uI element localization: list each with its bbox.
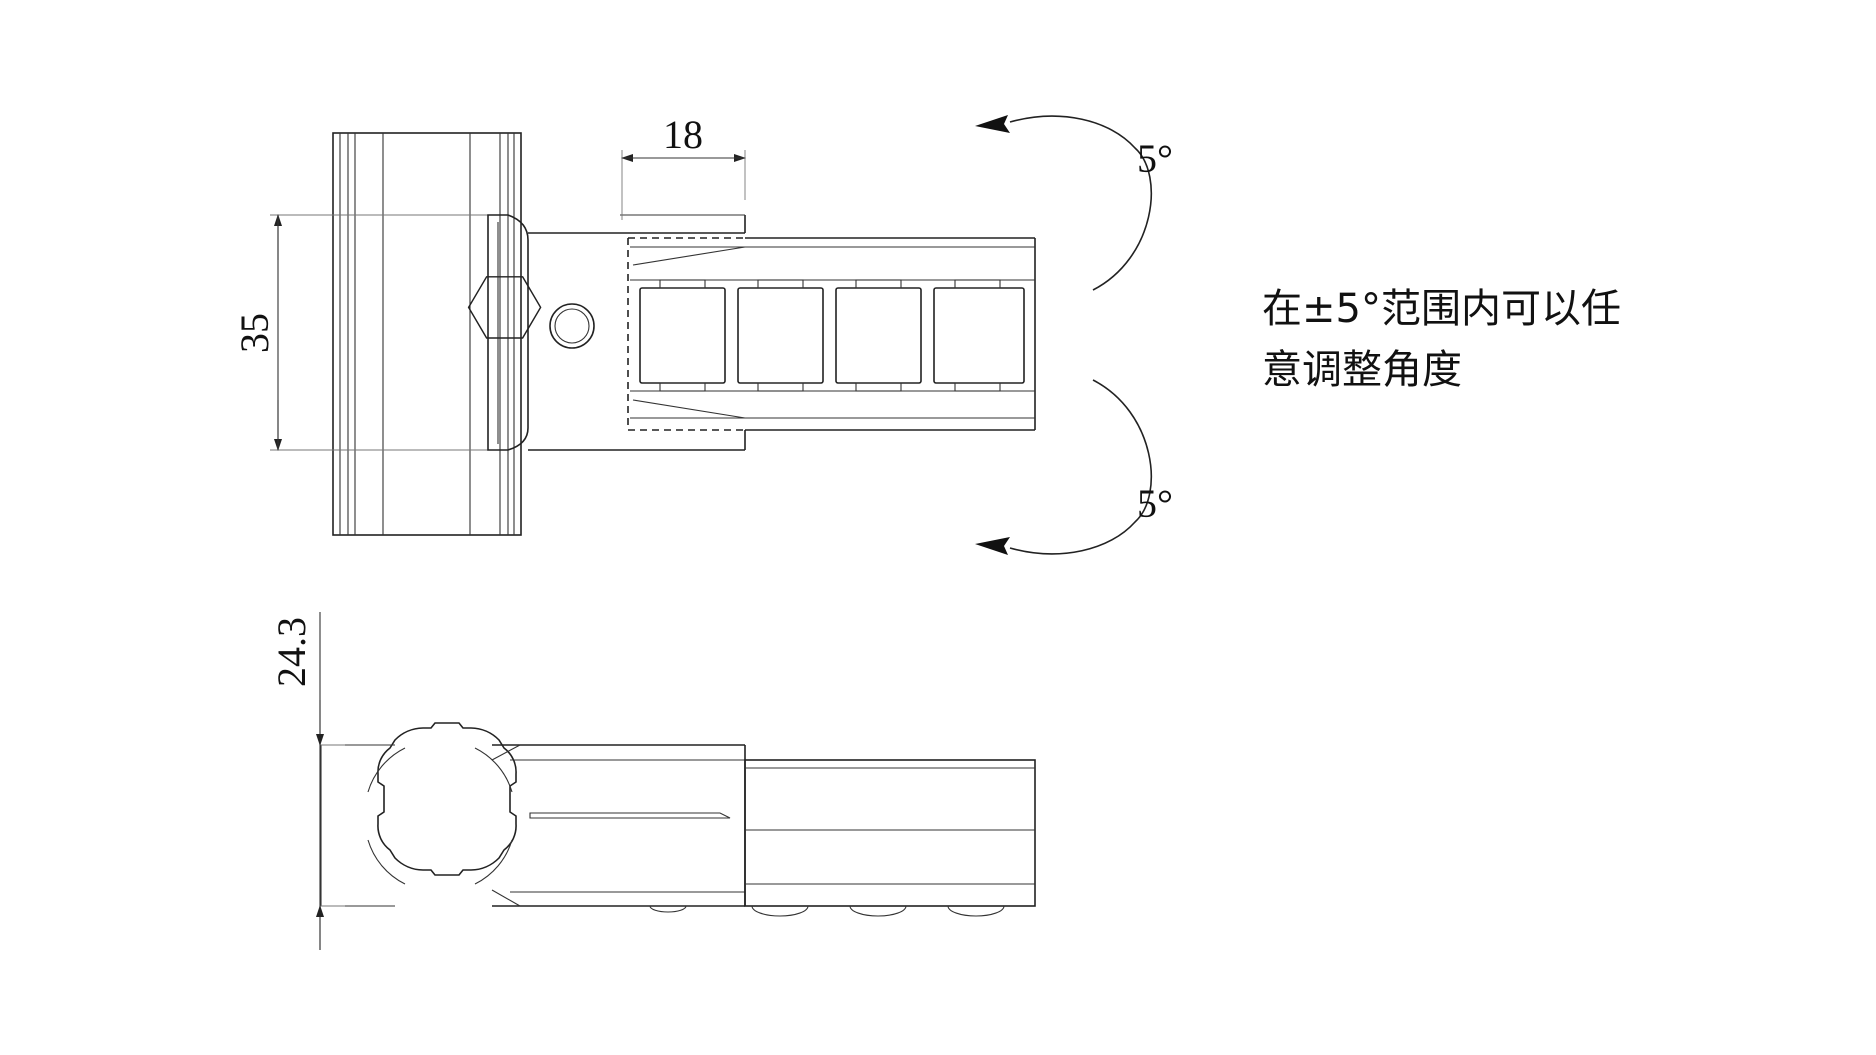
rotation-arrow-upper: 5° bbox=[975, 115, 1173, 291]
dimension-label-35: 35 bbox=[232, 313, 277, 353]
roller-3 bbox=[835, 279, 922, 392]
note-line-1: 在±5°范围内可以任 bbox=[1262, 286, 1621, 332]
dimension-18: 18 bbox=[621, 112, 746, 220]
roller-track bbox=[630, 237, 1036, 431]
top-view: 18 35 5° 5° bbox=[232, 112, 1173, 555]
note-text: 在±5°范围内可以任 意调整角度 bbox=[1262, 286, 1621, 393]
clamp-body-side bbox=[491, 744, 746, 907]
track-side bbox=[649, 759, 1036, 917]
note-line-2: 意调整角度 bbox=[1262, 347, 1462, 393]
side-view: 24.3 bbox=[269, 612, 1036, 950]
pipe-body-top bbox=[270, 132, 522, 536]
dimension-label-24-3: 24.3 bbox=[269, 617, 314, 687]
dashed-housing bbox=[627, 237, 745, 431]
angle-label-lower: 5° bbox=[1137, 481, 1173, 526]
rotation-arrow-lower: 5° bbox=[975, 379, 1173, 555]
hex-nut bbox=[467, 276, 595, 349]
roller-1 bbox=[639, 279, 726, 392]
pipe-profile bbox=[320, 722, 517, 907]
dimension-24-3: 24.3 bbox=[269, 612, 345, 950]
angle-label-upper: 5° bbox=[1137, 136, 1173, 181]
dimension-35: 35 bbox=[232, 214, 282, 451]
clamp-plate bbox=[487, 214, 746, 451]
roller-4 bbox=[933, 279, 1025, 392]
dimension-label-18: 18 bbox=[663, 112, 703, 157]
roller-2 bbox=[737, 279, 824, 392]
